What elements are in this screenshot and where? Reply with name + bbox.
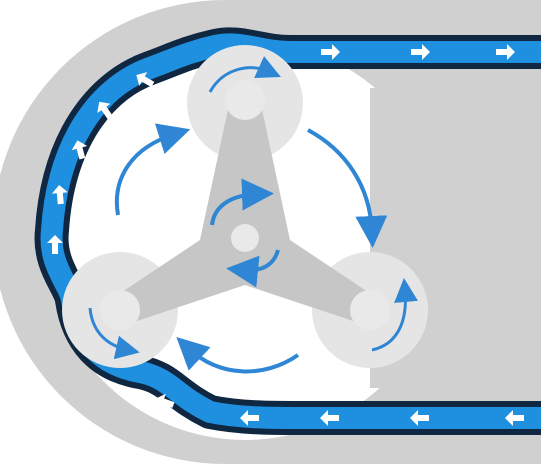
rotation-arrow-center-lower: [226, 249, 280, 288]
tube-fluid: [40, 33, 541, 429]
flow-arrow-icon: [71, 140, 88, 160]
flow-arrow-icon: [51, 185, 68, 205]
flow-arrow-icon: [496, 44, 515, 60]
flow-arrow-icon: [136, 72, 155, 88]
rotation-arrows: [88, 56, 418, 374]
rotation-arrow-center-upper: [210, 178, 274, 226]
rotor-center-hub: [231, 224, 259, 252]
flow-arrow-icon: [155, 393, 175, 409]
rotor-pin-top: [225, 80, 265, 120]
flow-arrow-icon: [97, 101, 113, 120]
rotation-arrow-roller-left: [88, 307, 140, 360]
flow-arrow-icon: [240, 410, 259, 426]
flow-arrow-icon: [47, 235, 63, 254]
flow-arrow-icon: [321, 44, 340, 60]
flow-arrows: [47, 44, 524, 426]
rotation-arrow-roller-right: [371, 278, 418, 352]
rotor-pin-left: [100, 290, 140, 330]
flow-arrow-icon: [410, 410, 429, 426]
rotation-arrow-roller-top: [208, 56, 281, 93]
flow-arrow-icon: [505, 410, 524, 426]
rotor-arm-body: [110, 100, 380, 325]
rotor-pin-right: [350, 290, 390, 330]
rotation-arrow-left: [114, 123, 191, 216]
rotation-arrow-bottom: [176, 337, 300, 374]
rotor: [100, 80, 390, 330]
rotation-arrow-top-right: [307, 128, 388, 248]
flow-arrow-icon: [320, 410, 339, 426]
flow-arrow-icon: [411, 44, 430, 60]
